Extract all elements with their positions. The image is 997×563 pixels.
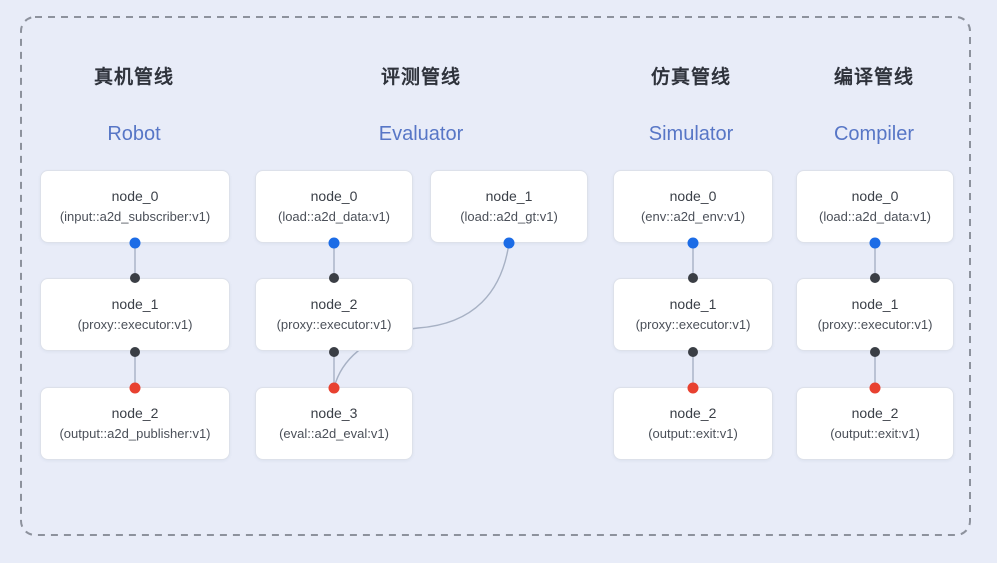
simulator-title-en: Simulator	[648, 123, 734, 145]
node-type-label: (output::exit:v1)	[830, 426, 920, 442]
evaluator-node_3-box: node_3(eval::a2d_eval:v1)	[255, 387, 413, 460]
evaluator-node_1-box: node_1(load::a2d_gt:v1)	[430, 170, 588, 243]
node-name-label: node_1	[485, 188, 533, 205]
compiler-title-en: Compiler	[833, 123, 915, 145]
evaluator-title-en: Evaluator	[378, 123, 464, 145]
node-type-label: (proxy::executor:v1)	[817, 317, 933, 333]
compiler-node_2-box: node_2(output::exit:v1)	[796, 387, 954, 460]
robot-node_2-box: node_2(output::a2d_publisher:v1)	[40, 387, 230, 460]
node-name-label: node_2	[669, 405, 717, 422]
compiler-node_1-box: node_1(proxy::executor:v1)	[796, 278, 954, 351]
simulator-node_0-box: node_0(env::a2d_env:v1)	[613, 170, 773, 243]
compiler-title-cn: 编译管线	[833, 67, 915, 88]
node-name-label: node_1	[111, 296, 159, 313]
node-type-label: (load::a2d_data:v1)	[818, 209, 932, 225]
robot-title-en: Robot	[107, 123, 161, 145]
node-name-label: node_1	[851, 296, 899, 313]
simulator-node_2-box: node_2(output::exit:v1)	[613, 387, 773, 460]
node-type-label: (proxy::executor:v1)	[77, 317, 193, 333]
node-type-label: (env::a2d_env:v1)	[640, 209, 746, 225]
node-type-label: (eval::a2d_eval:v1)	[279, 426, 389, 442]
node-type-label: (proxy::executor:v1)	[276, 317, 392, 333]
node-name-label: node_0	[310, 188, 358, 205]
compiler-node_0-box: node_0(load::a2d_data:v1)	[796, 170, 954, 243]
node-type-label: (proxy::executor:v1)	[635, 317, 751, 333]
node-type-label: (output::exit:v1)	[648, 426, 738, 442]
evaluator-node_2-box: node_2(proxy::executor:v1)	[255, 278, 413, 351]
robot-node_0-box: node_0(input::a2d_subscriber:v1)	[40, 170, 230, 243]
node-name-label: node_0	[669, 188, 717, 205]
node-type-label: (output::a2d_publisher:v1)	[59, 426, 211, 442]
node-type-label: (load::a2d_data:v1)	[277, 209, 391, 225]
node-name-label: node_0	[111, 188, 159, 205]
node-name-label: node_1	[669, 296, 717, 313]
evaluator-node_0-box: node_0(load::a2d_data:v1)	[255, 170, 413, 243]
evaluator-title-cn: 评测管线	[380, 67, 462, 88]
simulator-title-cn: 仿真管线	[650, 67, 732, 88]
node-type-label: (input::a2d_subscriber:v1)	[59, 209, 211, 225]
node-name-label: node_3	[310, 405, 358, 422]
robot-title-cn: 真机管线	[93, 67, 175, 88]
node-name-label: node_2	[851, 405, 899, 422]
node-name-label: node_0	[851, 188, 899, 205]
node-name-label: node_2	[111, 405, 159, 422]
node-type-label: (load::a2d_gt:v1)	[460, 209, 558, 225]
robot-node_1-box: node_1(proxy::executor:v1)	[40, 278, 230, 351]
node-name-label: node_2	[310, 296, 358, 313]
simulator-node_1-box: node_1(proxy::executor:v1)	[613, 278, 773, 351]
